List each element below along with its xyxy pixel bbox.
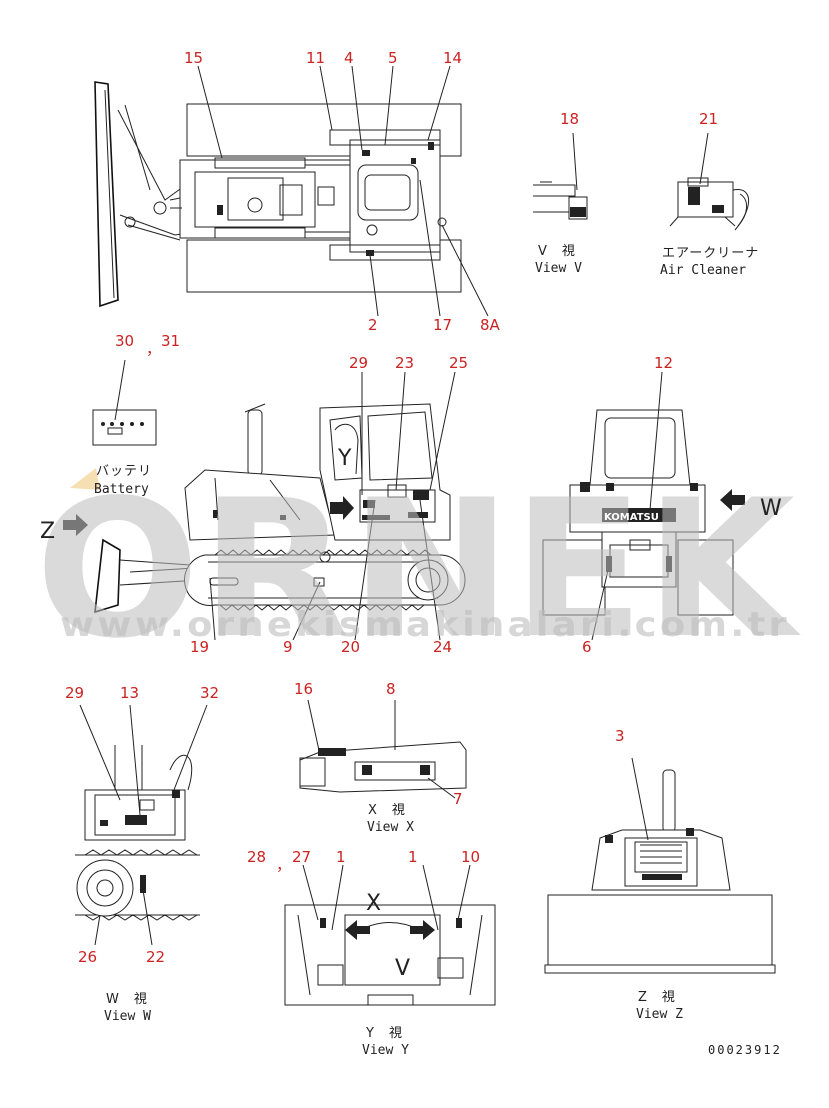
view-x-caption-en: View X [367,820,414,835]
view-y-detail [284,864,496,1006]
top-view-leaders [197,65,489,317]
brand-marks: KOMATSU [604,512,659,523]
callout-1-right: 1 [408,848,418,866]
view-letter-v: V [395,956,410,981]
battery-detail [70,359,157,490]
callout-28-separator: ， [276,856,291,874]
watermark-url: www.ornekismakinalari.com.tr [60,605,790,645]
view-letter-z: Z [40,519,55,544]
view-x-detail [299,699,467,799]
view-v-detail [533,132,588,220]
track-shoes [214,549,432,611]
callout-18: 18 [560,110,579,128]
callout-10: 10 [461,848,480,866]
side-view-machine [63,403,466,614]
callout-14: 14 [443,49,462,67]
view-w-caption-jp: W 視 [106,992,148,1007]
callout-3: 3 [615,727,625,745]
callout-26: 26 [78,948,97,966]
view-letters: Z W Y V X [40,446,782,981]
view-letter-y: Y [337,446,352,471]
callout-8: 8 [386,680,396,698]
view-letter-w: W [760,496,782,521]
callout-4: 4 [344,49,354,67]
callout-6: 6 [582,638,592,656]
callout-labels: 15 11 4 5 14 2 17 8A 18 21 30 ， 31 29 23… [65,49,718,966]
brand-logo-front: KOMATSU [604,512,659,523]
callout-7: 7 [453,790,463,808]
callout-30: 30 [115,332,134,350]
callout-28: 28 [247,848,266,866]
callout-23: 23 [395,354,414,372]
air-cleaner-caption-jp: エアークリーナ [662,246,759,261]
callout-27: 27 [292,848,311,866]
callout-2: 2 [368,316,378,334]
battery-caption-en: Battery [94,482,149,497]
view-x-caption-jp: X 視 [368,803,406,818]
callout-30-separator: ， [146,340,161,358]
callout-21: 21 [699,110,718,128]
callout-8a: 8A [480,316,501,334]
view-w-front-machine [542,371,745,641]
callout-5: 5 [388,49,398,67]
callout-32: 32 [200,684,219,702]
callout-9: 9 [283,638,293,656]
callout-31: 31 [161,332,180,350]
view-letter-x: X [366,891,381,916]
view-z-detail [544,757,776,974]
view-captions: V 視 View V エアークリーナ Air Cleaner バッテリ Batt… [94,244,759,1058]
view-z-caption-jp: Z 視 [638,990,676,1005]
callout-15: 15 [184,49,203,67]
callout-16: 16 [294,680,313,698]
view-y-caption-jp: Y 視 [365,1026,403,1041]
view-v-caption-jp: V 視 [538,244,576,259]
document-number: 00023912 [708,1043,782,1057]
callout-1-left: 1 [336,848,346,866]
top-view-machine [94,81,462,308]
callout-19: 19 [190,638,209,656]
callout-24: 24 [433,638,452,656]
air-cleaner-caption-en: Air Cleaner [660,263,746,278]
air-cleaner-detail [669,132,749,231]
callout-13: 13 [120,684,139,702]
callout-11: 11 [306,49,325,67]
callout-25: 25 [449,354,468,372]
view-w-caption-en: View W [104,1009,151,1024]
callout-12: 12 [654,354,673,372]
watermark-logo: ORNEK [35,459,801,680]
watermark: ORNEK www.ornekismakinalari.com.tr [35,459,801,680]
view-w-rear-detail [75,704,208,946]
callout-17: 17 [433,316,452,334]
callout-22: 22 [146,948,165,966]
callout-29: 29 [349,354,368,372]
callout-29-view-w: 29 [65,684,84,702]
battery-caption-jp: バッテリ [96,464,152,479]
callout-20: 20 [341,638,360,656]
side-view-leaders [209,371,456,641]
view-z-caption-en: View Z [636,1007,683,1022]
view-v-caption-en: View V [535,261,582,276]
view-y-caption-en: View Y [362,1043,409,1058]
